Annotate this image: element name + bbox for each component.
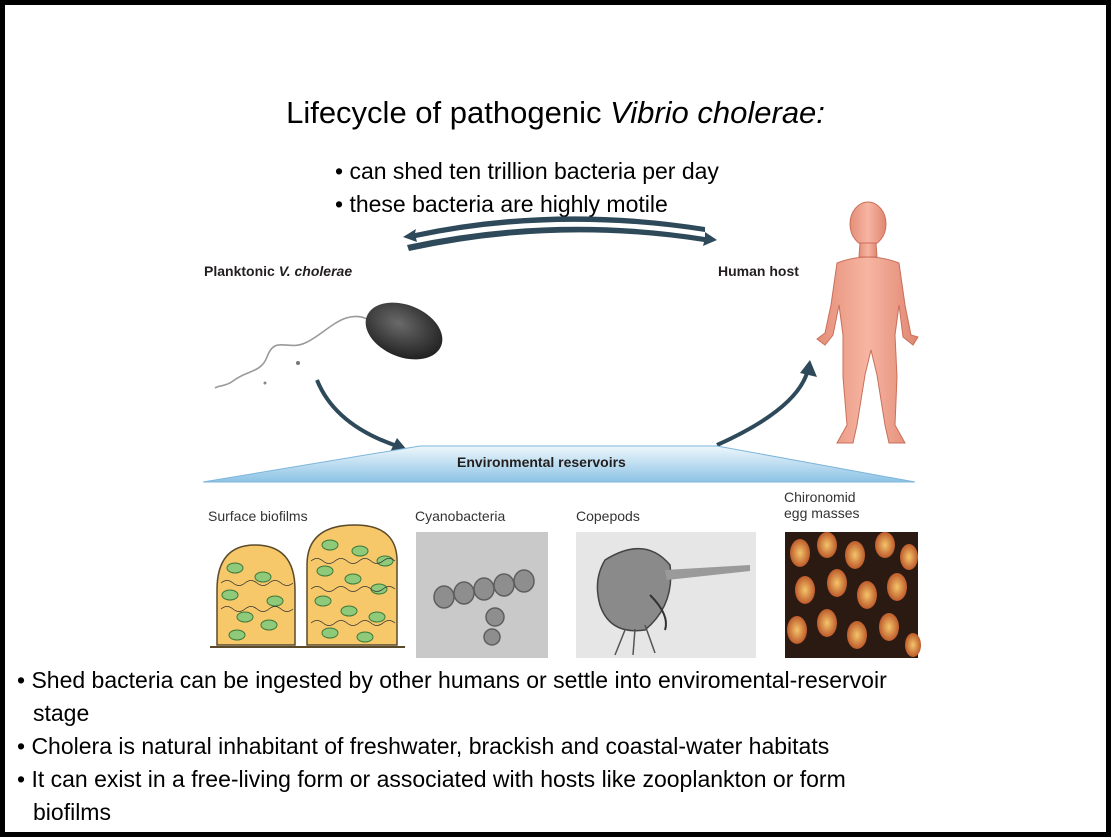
exchange-arrows: [403, 216, 717, 251]
label-planktonic-italic: V. cholerae: [278, 263, 353, 279]
bottom-bullet-list: • Shed bacteria can be ingested by other…: [17, 664, 887, 829]
label-chironomid-line2: egg masses: [784, 505, 860, 521]
bottom-bullet-line: • Shed bacteria can be ingested by other…: [17, 667, 887, 693]
cyanobacteria-image: [416, 532, 548, 658]
bottom-bullet-item: • Shed bacteria can be ingested by other…: [17, 664, 887, 730]
arrow-to-reservoirs: [315, 379, 407, 452]
bottom-bullet-line: • It can exist in a free-living form or …: [17, 766, 846, 792]
top-bullet-item: • these bacteria are highly motile: [335, 191, 668, 217]
bottom-bullet-continuation: stage: [33, 700, 90, 726]
human-figure: [816, 201, 919, 444]
chironomid-eggs-image: [785, 532, 921, 658]
label-chironomid-line1: Chironomid: [784, 489, 856, 505]
label-cyanobacteria: Cyanobacteria: [415, 508, 506, 524]
top-bullet-item: • can shed ten trillion bacteria per day: [335, 158, 719, 184]
label-planktonic: Planktonic V. cholerae: [204, 263, 352, 279]
label-planktonic-prefix: Planktonic: [204, 263, 279, 279]
label-chironomid: Chironomid egg masses: [784, 489, 859, 521]
reservoir-band: [202, 445, 916, 483]
title-prefix: Lifecycle of pathogenic: [286, 95, 611, 130]
label-environmental-reservoirs: Environmental reservoirs: [457, 454, 626, 470]
slide: Lifecycle of pathogenic Vibrio cholerae:…: [3, 3, 1108, 834]
copepod-image: [576, 532, 756, 658]
title-italic: Vibrio cholerae:: [610, 95, 825, 130]
lifecycle-diagram: [202, 201, 921, 658]
label-copepods: Copepods: [576, 508, 640, 524]
arrow-to-host: [716, 360, 817, 447]
bottom-bullet-continuation: biofilms: [33, 799, 111, 825]
bottom-bullet-line: • Cholera is natural inhabitant of fresh…: [17, 733, 830, 759]
label-surface-biofilms: Surface biofilms: [208, 508, 308, 524]
label-human-host: Human host: [718, 263, 799, 279]
bottom-bullet-item: • It can exist in a free-living form or …: [17, 763, 887, 829]
biofilm-illustration: [210, 524, 405, 648]
bottom-bullet-item: • Cholera is natural inhabitant of fresh…: [17, 730, 887, 763]
bacterium-image: [214, 302, 443, 389]
top-bullet-list: • can shed ten trillion bacteria per day…: [335, 155, 719, 221]
slide-title: Lifecycle of pathogenic Vibrio cholerae:: [5, 95, 1106, 131]
